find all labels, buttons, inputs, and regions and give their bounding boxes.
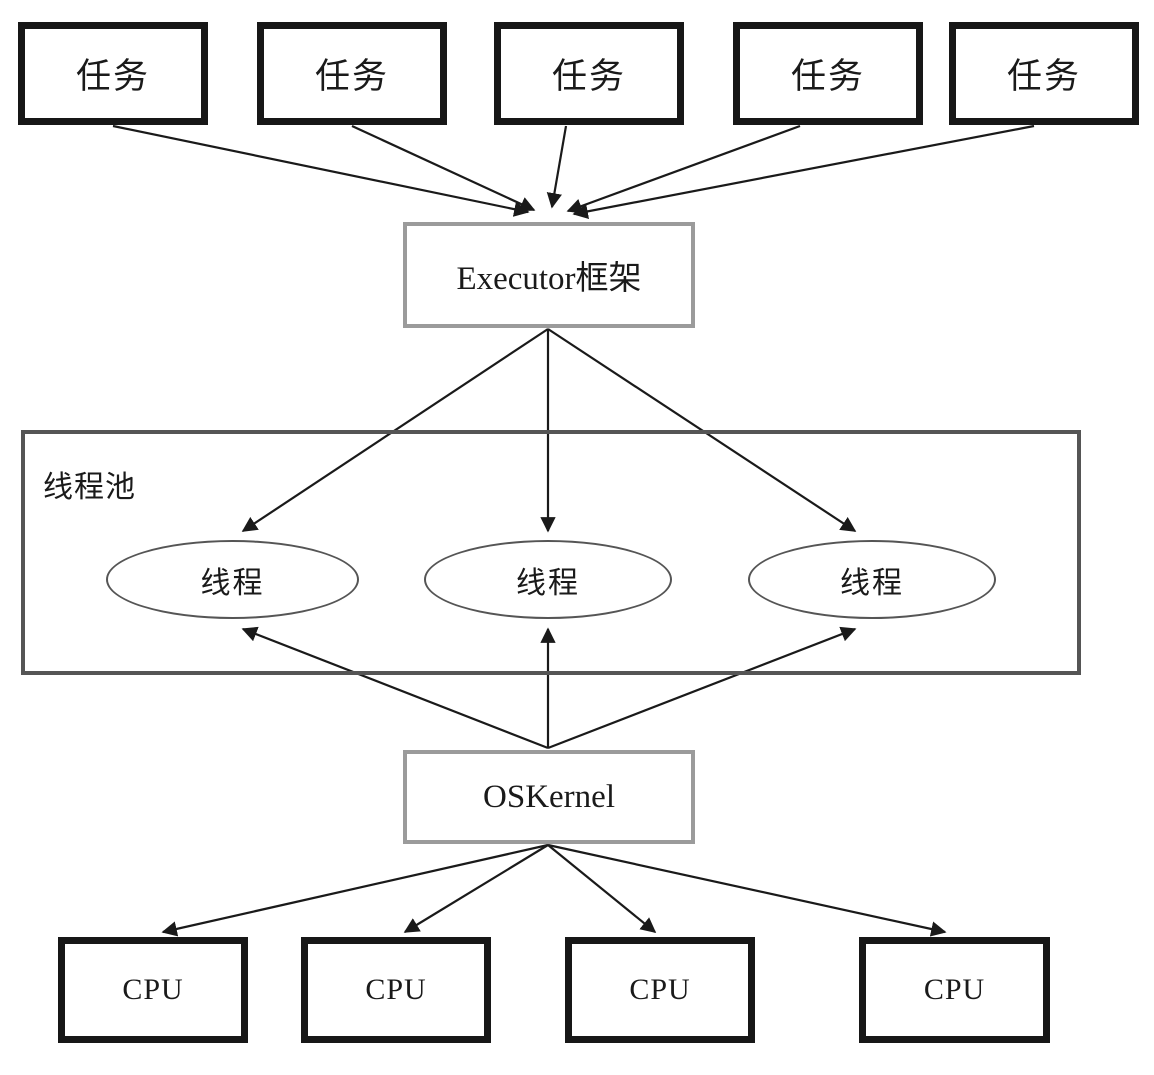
cpu-box-label: CPU [923, 973, 986, 1006]
executor-framework-box[interactable]: Executor框架 [403, 222, 695, 328]
edge-task-2-to-executor [351, 125, 536, 212]
cpu-box-3[interactable]: CPU [565, 937, 755, 1043]
edge-task-1-to-executor [112, 124, 530, 217]
edge-task-4-to-executor [566, 124, 801, 214]
thread-ellipse-3[interactable]: 线程 [748, 540, 996, 619]
thread-ellipse-label: 线程 [840, 566, 904, 600]
task-box-1[interactable]: 任务 [18, 22, 208, 125]
cpu-box-label: CPU [365, 973, 427, 1006]
thread-ellipse-label: 线程 [200, 566, 265, 600]
task-box-label: 任务 [75, 57, 150, 96]
thread-ellipse-1[interactable]: 线程 [106, 540, 359, 619]
cpu-box-1[interactable]: CPU [58, 937, 248, 1043]
task-box-label: 任务 [1006, 57, 1081, 96]
edges-tasks-to-executor [112, 124, 1035, 219]
os-kernel-label: OSKernel [483, 778, 615, 815]
task-box-label: 任务 [551, 57, 626, 96]
task-box-4[interactable]: 任务 [733, 22, 923, 125]
cpu-box-4[interactable]: CPU [859, 937, 1050, 1043]
cpu-box-label: CPU [122, 973, 184, 1006]
task-box-3[interactable]: 任务 [494, 22, 684, 125]
thread-ellipse-2[interactable]: 线程 [424, 540, 672, 619]
task-box-label: 任务 [314, 57, 389, 96]
edge-task-3-to-executor [546, 125, 568, 209]
task-box-2[interactable]: 任务 [257, 22, 447, 125]
edge-kernel-to-cpu-1 [161, 843, 549, 937]
edges-kernel-to-cpus [161, 843, 947, 937]
task-box-5[interactable]: 任务 [949, 22, 1139, 125]
edge-task-5-to-executor [572, 124, 1035, 219]
cpu-box-2[interactable]: CPU [301, 937, 491, 1043]
edge-kernel-to-cpu-3 [547, 844, 657, 933]
os-kernel-box[interactable]: OSKernel [403, 750, 695, 844]
cpu-box-label: CPU [629, 973, 691, 1006]
thread-pool-label: 线程池 [43, 471, 136, 504]
thread-ellipse-label: 线程 [516, 566, 580, 600]
executor-framework-label: Executor框架 [456, 261, 642, 297]
task-box-label: 任务 [790, 57, 865, 96]
edge-kernel-to-cpu-2 [403, 844, 549, 933]
edge-kernel-to-cpu-4 [547, 843, 947, 937]
